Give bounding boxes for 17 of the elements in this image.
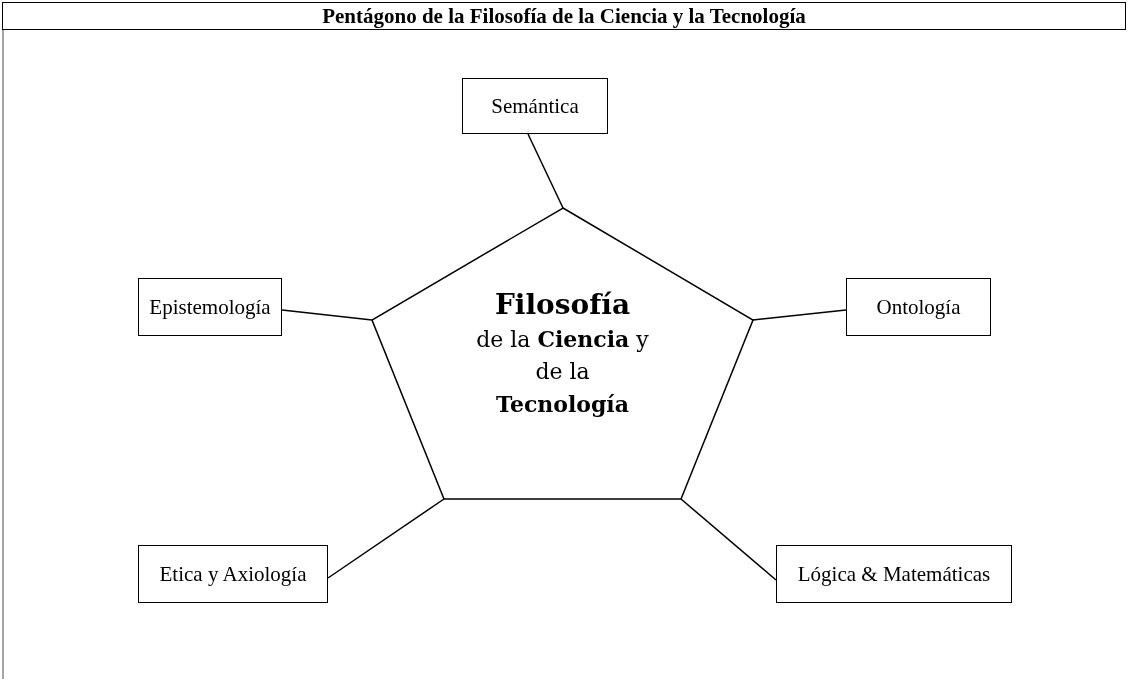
connector-line <box>680 498 777 581</box>
connector-line <box>527 133 564 209</box>
node-label: Ontología <box>876 294 961 320</box>
node-label: Epistemología <box>149 294 271 320</box>
connector-line <box>281 309 373 321</box>
node-label: Lógica & Matemáticas <box>797 561 991 587</box>
concept-box <box>138 545 328 603</box>
node-label: Etica y Axiología <box>159 561 307 587</box>
concept-box <box>462 78 608 134</box>
connector-line <box>752 309 847 321</box>
concept-box <box>776 545 1012 603</box>
node-label: Filosofía de la Ciencia y de la Tecnología <box>475 286 650 419</box>
connector-line <box>327 498 445 579</box>
title: Pentágono de la Filosofía de la Ciencia y la Tecnología <box>2 2 1126 30</box>
node-label: Semántica <box>491 93 579 119</box>
concept-box <box>138 278 282 336</box>
concept-box <box>846 278 991 336</box>
